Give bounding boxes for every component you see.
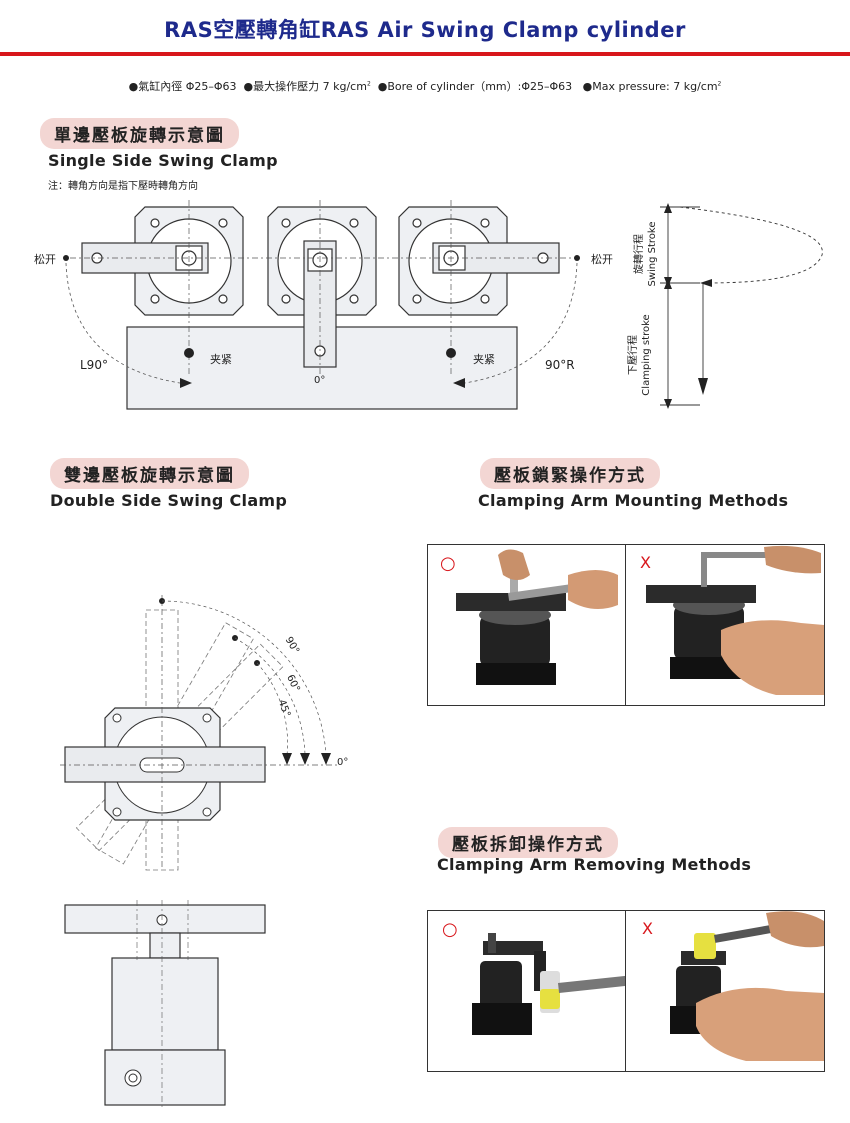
front-shaft <box>149 932 181 959</box>
single-title-zh: 單邊壓板旋轉示意圖 <box>40 118 239 149</box>
mounting-ng-mark: X <box>640 553 651 572</box>
label-release-left: 松开 <box>34 253 56 266</box>
spec-pressure-en: ●Max pressure: 7 kg/cm2 <box>582 80 722 93</box>
single-note: 注：轉角方向是指下壓時轉角方向 <box>48 181 198 192</box>
single-title-en: Single Side Swing Clamp <box>48 151 278 170</box>
double-title-en: Double Side Swing Clamp <box>50 491 288 510</box>
mounting-wrong-photo: X <box>625 544 825 706</box>
mounting-title-en: Clamping Arm Mounting Methods <box>478 491 789 510</box>
single-swing-diagram <box>63 200 823 410</box>
label-right-angle: 90°R <box>545 358 575 372</box>
front-base <box>104 1049 226 1106</box>
double-front-view <box>64 900 266 1110</box>
clamp-stroke-label: 下壓行程 Clamping stroke <box>628 314 652 396</box>
removing-correct-illustration <box>472 933 626 1035</box>
page-title: RAS空壓轉角缸RAS Air Swing Clamp cylinder <box>164 18 686 42</box>
label-clamp-left: 夹紧 <box>210 353 232 366</box>
removing-title-en: Clamping Arm Removing Methods <box>437 855 752 874</box>
title-underline <box>0 52 850 56</box>
mounting-correct-illustration <box>456 549 618 685</box>
double-title-zh: 雙邊壓板旋轉示意圖 <box>50 458 249 489</box>
double-swing-diagram <box>60 595 340 871</box>
spec-line: ●氣缸內徑 Φ25–Φ63 ●最大操作壓力 7 kg/cm2 ●Bore of … <box>0 78 850 94</box>
swing-stroke-label: 旋轉行程 Swing Stroke <box>634 221 658 287</box>
spec-bore-zh: ●氣缸內徑 Φ25–Φ63 <box>128 80 237 93</box>
mounting-ok-mark: ○ <box>440 553 456 574</box>
removing-wrong-illustration <box>670 911 824 1061</box>
angle-0-label: 0° <box>337 757 349 768</box>
removing-correct-photo: ○ <box>427 910 627 1072</box>
mounting-wrong-illustration <box>646 545 824 695</box>
label-clamp-right: 夹紧 <box>473 353 495 366</box>
label-left-angle: L90° <box>80 358 108 372</box>
mounting-correct-photo: ○ <box>427 544 627 706</box>
removing-ok-mark: ○ <box>442 919 458 940</box>
spec-pressure-zh: ●最大操作壓力 7 kg/cm2 <box>243 80 371 93</box>
removing-title-zh: 壓板拆卸操作方式 <box>438 827 618 858</box>
spec-bore-en: ●Bore of cylinder（mm）:Φ25–Φ63 <box>377 80 573 93</box>
label-center-angle: 0° <box>314 375 326 386</box>
front-body <box>111 957 219 1051</box>
label-release-right: 松开 <box>591 253 613 266</box>
removing-ng-mark: X <box>642 919 653 938</box>
removing-wrong-photo: X <box>625 910 825 1072</box>
mounting-title-zh: 壓板鎖緊操作方式 <box>480 458 660 489</box>
